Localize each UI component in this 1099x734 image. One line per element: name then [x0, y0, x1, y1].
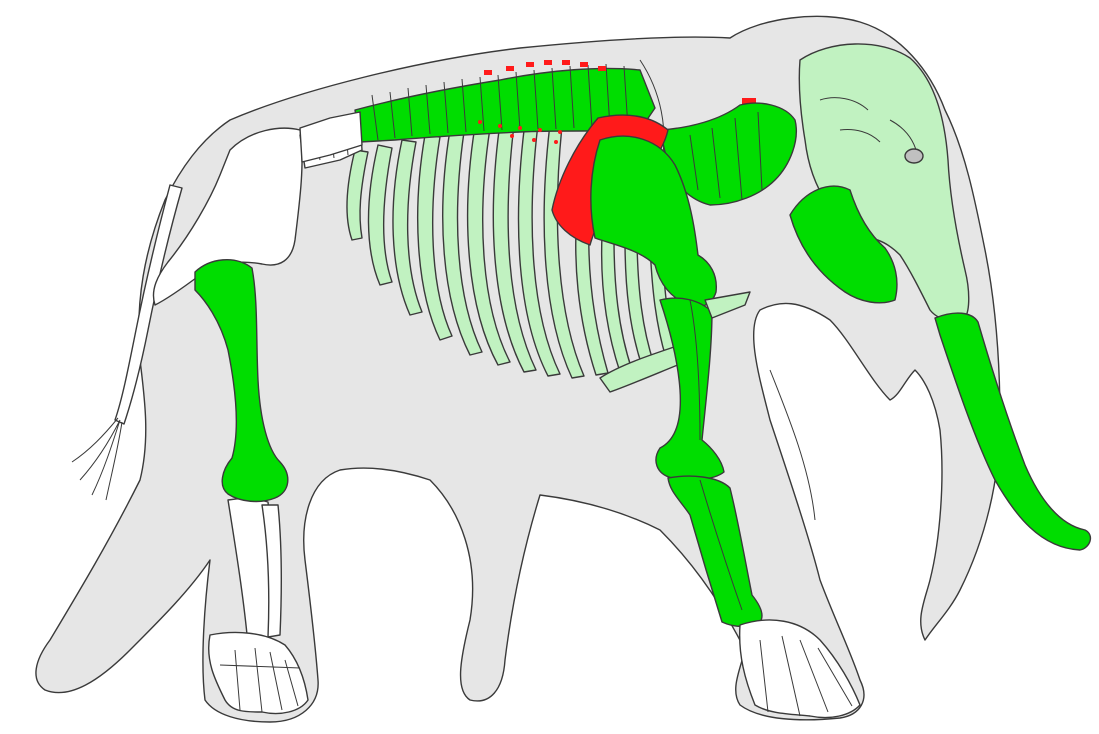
rib-head-dot	[532, 138, 536, 142]
rib-head-dot	[538, 128, 542, 132]
rib-head-dot	[518, 126, 522, 130]
rib-head-dot	[498, 124, 502, 128]
eye-socket	[905, 149, 923, 163]
spine-tip	[484, 70, 492, 75]
spine-tip	[544, 60, 552, 65]
spine-tip	[562, 60, 570, 65]
spine-tip	[506, 66, 514, 71]
rib-head-dot	[510, 134, 514, 138]
spine-tip	[580, 62, 588, 67]
tail-hair	[72, 418, 122, 500]
rib-head-dot	[558, 130, 562, 134]
spine-tip	[526, 62, 534, 67]
spine-tip	[598, 66, 606, 71]
rib-head-dot	[478, 120, 482, 124]
rib-head-dot	[554, 140, 558, 144]
